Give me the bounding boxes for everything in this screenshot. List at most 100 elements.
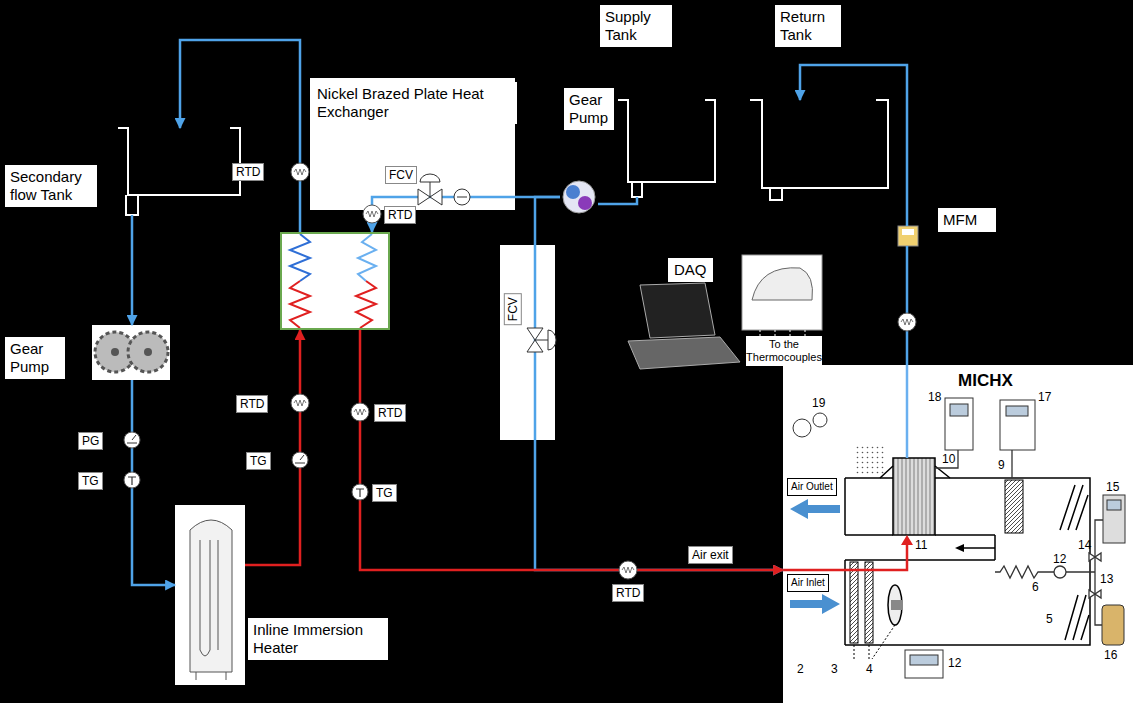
arrow-head [901,535,913,545]
instrument [813,413,827,427]
pipe-connector [180,40,300,232]
daq-computer [752,268,813,300]
node-heading: Gear Pump [5,337,65,379]
mass-flow-meter-icon [902,229,914,235]
rtd-sensor [291,394,309,412]
heat-exchanger-plates [356,281,376,328]
gauge-symbol [124,432,368,500]
rtd-sensor [898,313,916,331]
immersion-heater: Inline Immersion Heater [175,505,245,685]
heat-exchanger-plates [282,234,388,328]
air-arrow [790,499,840,614]
callout-number: 3 [831,662,838,676]
callout-number: 5 [1046,612,1053,626]
instrument-label: FCV [504,293,522,325]
instrument [1103,495,1125,543]
callout-number: 13 [1100,572,1113,586]
callout-number: 12 [1053,552,1066,566]
rtd-sensor [619,561,637,579]
flow-control-valve [420,174,440,182]
gear-pump-icon [144,348,152,356]
instrument [1102,605,1124,645]
test-section-duct [1005,480,1023,533]
gear-pump-icon [92,325,170,380]
instrument-label: TG [246,452,271,470]
instrument-label: TG [78,472,103,490]
pipe-connector [535,197,783,570]
flow-control-valve [457,197,467,198]
instrument [1107,500,1121,510]
mass-flow-meter-icon [898,226,918,246]
gear-pump-icon [563,181,595,213]
instrument-label: RTD [374,404,406,422]
instrument [793,398,1125,678]
air-arrow [790,594,840,614]
node-heading: Gear Pump [564,88,614,130]
instrument [793,419,811,437]
tank: Supply Tank [618,100,715,197]
instrument [1000,400,1035,450]
test-section-duct [891,600,903,610]
callout-number: 16 [1104,648,1117,662]
inner-pipe [906,365,909,458]
instrument-label: PG [78,432,103,450]
node-heading: Supply Tank [600,5,672,47]
rtd-sensor [351,403,369,421]
flow-arrow [955,544,964,552]
heater-illustration [196,540,226,680]
callout-number: 11 [915,538,927,552]
callout-number: 18 [928,390,941,404]
instrument-label: RTD [236,395,268,413]
instrument-label: FCV [385,166,417,184]
flow-control-valve [454,189,470,205]
gauge-symbol [292,452,308,468]
test-section-duct [888,585,902,625]
tank: Return Tank [750,100,888,200]
test-section-duct [845,458,1090,645]
heat-exchanger-plates [282,234,388,328]
test-section-duct [850,562,858,643]
callout-number: 17 [1038,390,1051,404]
callout-number: 2 [797,662,804,676]
gear-pump-icon [566,185,580,199]
test-section-duct [865,562,873,643]
flow-control-valve [430,182,431,197]
gauge-symbol [352,484,368,500]
tank-outline [618,100,715,197]
heater-illustration [190,520,232,672]
instrument-label: RTD [612,584,644,602]
mass-flow-meter-icon [898,226,918,246]
node-heading: Nickel Brazed Plate Heat Exchanger [312,82,517,124]
white-panel [500,245,555,440]
flow-control-valve [548,330,556,350]
instrument-label: DAQ [668,258,713,282]
michx-panel [783,365,1133,703]
heat-exchanger-plates [290,234,310,281]
instrument-label: To the Thermocouples [746,336,822,366]
pipe-connector [360,330,783,570]
tank: Secondary flow Tank [118,128,240,215]
instrument-tube [935,450,1012,478]
tank-outline [118,128,240,215]
inner-pipe [783,545,907,570]
instrument-label: TG [372,484,397,502]
heater-illustration [175,505,245,685]
michx-panel [783,365,1133,703]
heat-exchanger-plates [358,234,376,281]
instrument-label: Air Outlet [787,478,837,496]
instrument [905,650,943,678]
test-section-duct [962,547,995,549]
node-heading: Inline Immersion Heater [248,618,388,660]
rtd-sensor [363,205,381,223]
air-arrow [790,499,840,519]
gear-pump: Gear Pump [92,325,170,380]
leader-line [854,625,895,659]
test-section-duct [893,458,935,535]
callout-number: 12 [948,656,961,670]
gear-pump-icon [111,348,119,356]
node-heading: MICHX [958,371,1013,391]
rtd-sensor [291,163,916,579]
node-heading: Secondary flow Tank [5,165,97,207]
gear-pump-icon [92,181,595,380]
